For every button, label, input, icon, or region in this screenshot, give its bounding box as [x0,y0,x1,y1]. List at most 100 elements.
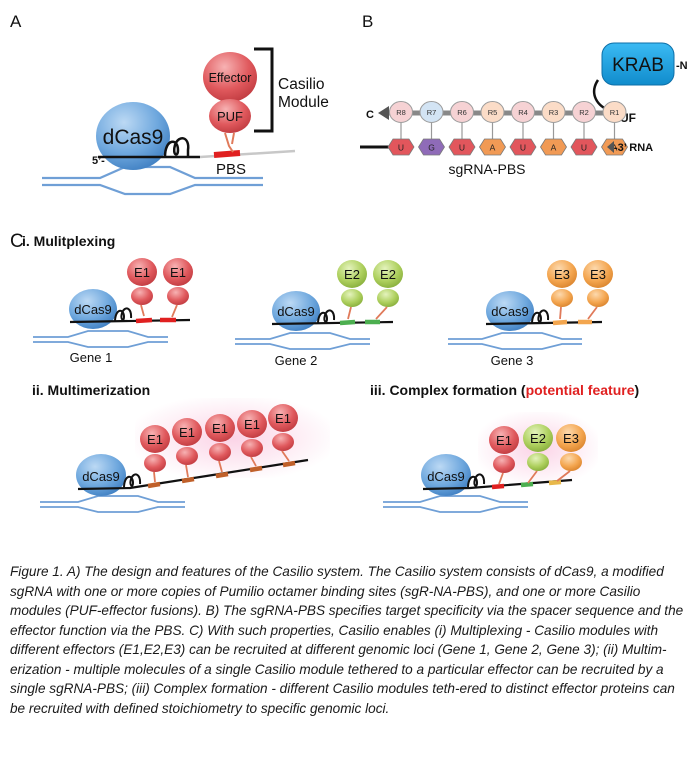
puf-repeat-r2 [572,101,596,123]
module-label: Module [278,94,329,111]
gene-1-construct: dCas9 E1 E1 Gene 1 [33,258,193,365]
puf-repeat-r6 [450,101,474,123]
rna-base [601,138,628,156]
krab-label: KRAB [612,55,664,76]
repeat-base-connectors [400,123,616,139]
rna-base [540,138,567,156]
effector-e1-label: E1 [147,432,163,447]
effector-e2-label: E2 [380,267,396,282]
puf-repeat-label: R4 [518,108,528,117]
rna-base-label: U [581,143,587,153]
puf-repeat-label: R7 [427,108,437,117]
effector-e1-label: E1 [170,265,186,280]
dcas9-label: dCas9 [427,469,465,484]
rna-base-label: U [459,143,465,153]
puf-repeats: R8 R7 R6 R5 R4 R3 R2 R1 [389,101,627,123]
panel-label-a: A [10,12,22,31]
multimerization-heading: ii. Multimerization [32,382,150,398]
gene-1-label: Gene 1 [70,350,113,365]
rna-base [448,138,476,156]
dcas9-label: dCas9 [103,126,164,149]
effector-label: Effector [209,71,252,85]
puf-repeat-r1 [602,101,627,123]
complex-formation-construct: dCas9 E1 E2 E3 [383,412,598,513]
puf-repeat-label: R1 [610,108,620,117]
five-prime-label: 5’- [92,155,105,167]
rna-base-label: A [551,143,557,153]
rna-base [509,138,537,156]
effector-e3-label: E3 [590,267,606,282]
multiplexing-heading: i. Mulitplexing [22,233,115,249]
multimer-e1-4: E1 [237,410,267,467]
effector-e3-label: E3 [554,267,570,282]
potential-feature-highlight: potential feature [526,382,635,398]
sgrna-pbs-label: sgRNA-PBS [448,161,525,177]
puf-repeat-label: R2 [579,108,589,117]
rna-base [479,138,506,156]
rna-3prime-label: -3’ RNA [614,142,653,154]
puf-repeat-label: R5 [488,108,498,117]
dcas9-protein [96,102,170,170]
module-bracket [254,47,274,133]
multimer-e1-2: E1 [172,418,202,478]
dcas9-protein [421,454,471,496]
puf-repeat-r7 [419,101,444,123]
dcas9-label: dCas9 [82,469,120,484]
effector-e1-label: E1 [244,417,260,432]
dcas9-protein [272,291,320,331]
n-terminus-label: -N [676,60,688,72]
pbs-site [213,150,241,158]
puf-label: PUF [217,109,243,124]
puf-repeat-r5 [480,101,505,123]
puf-repeat-label: R8 [396,108,406,117]
puf-repeat-label: R6 [457,108,467,117]
puf-repeat-r4 [511,101,535,123]
effector-e1-label: E1 [496,433,512,448]
casilio-figure: A B C dCas9 5’- PBS Effector PUF Casilio… [10,12,688,513]
effector-e1-label: E1 [275,411,291,426]
rna-base-label: A [490,143,496,153]
panel-label-c: C [10,231,24,252]
dcas9-protein [69,289,117,329]
krab-domain [601,42,675,86]
rna-base [570,138,598,156]
effector-e2-label: E2 [530,431,546,446]
panel-a: dCas9 5’- PBS Effector PUF Casilio Modul… [42,47,329,196]
rna-base-label: U [520,143,526,153]
dcas9-label: dCas9 [491,304,529,319]
multimer-e1-1: E1 [140,425,170,483]
gene-3-label: Gene 3 [491,353,534,368]
rna-3prime-arrow [607,141,614,153]
c-terminus-arrow [378,106,389,120]
dcas9-protein [486,291,534,331]
dcas9-protein [76,454,126,496]
rna-base [387,138,415,156]
c-terminus-label: C [366,109,374,121]
dcas9-label: dCas9 [277,304,315,319]
rna-base [418,138,445,156]
effector-e2-label: E2 [344,267,360,282]
effector-e1-label: E1 [179,425,195,440]
rna-base-label: A [612,143,618,153]
casilio-label: Casilio [278,76,325,93]
effector-domain [203,52,257,102]
puf-repeat-r3 [541,101,566,123]
puf-domain [209,99,251,133]
multimer-e1-3: E1 [205,414,235,473]
gene-2-label: Gene 2 [275,353,318,368]
effector-e1-label: E1 [212,421,228,436]
puf-repeat-label: R3 [549,108,559,117]
effector-e1-label: E1 [134,265,150,280]
complex-formation-heading: iii. Complex formation (potential featur… [370,382,639,398]
puf-repeat-r8 [389,101,413,123]
gene-2-construct: dCas9 E2 E2 Gene 2 [235,260,403,368]
gene-3-construct: dCas9 E3 E3 Gene 3 [448,260,613,368]
sgrna-loop [163,137,190,158]
pbs-label: PBS [216,161,246,178]
multimer-e1-5: E1 [268,404,298,462]
dcas9-label: dCas9 [74,302,112,317]
rna-base-label: U [398,143,404,153]
multimerization-construct: dCas9 E1 E1 E1 E1 [40,398,330,513]
